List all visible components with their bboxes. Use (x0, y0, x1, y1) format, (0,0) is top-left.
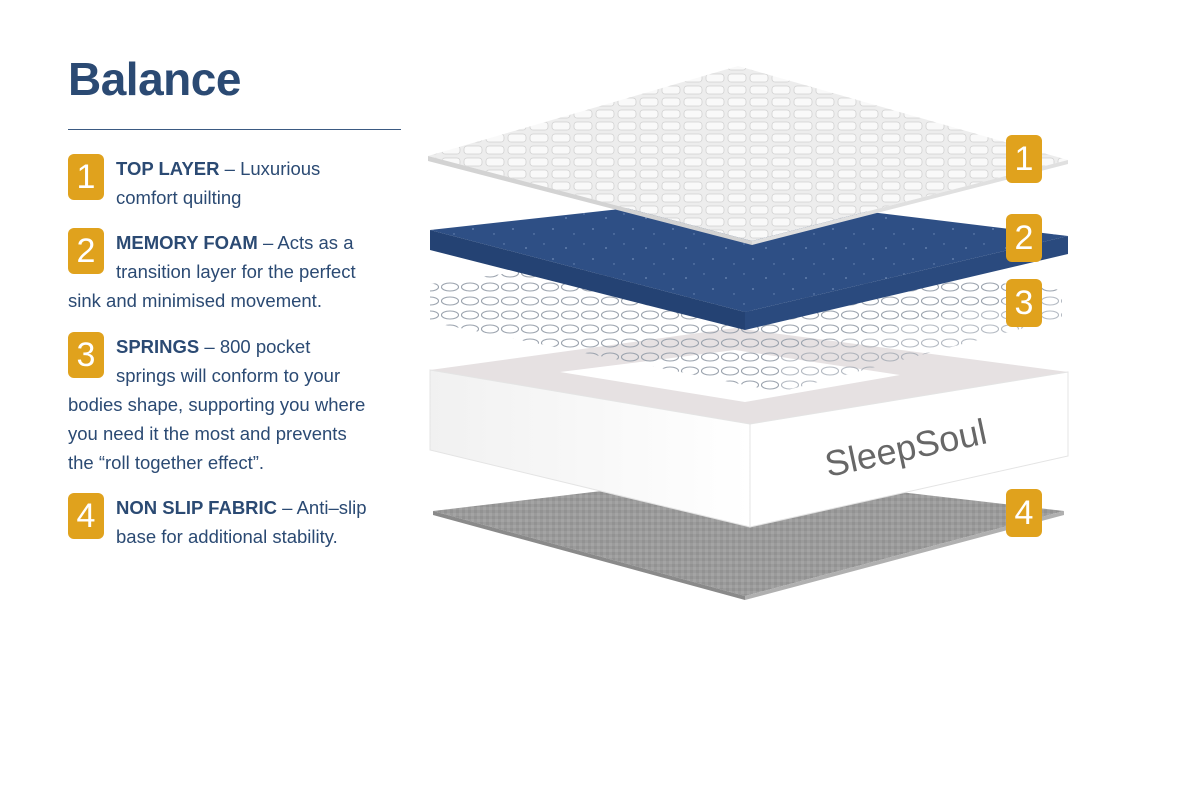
feature-non-slip-fabric: 4 NON SLIP FABRIC – Anti–slip base for a… (68, 493, 368, 551)
feature-heading: TOP LAYER (116, 158, 220, 179)
memory-foam-layer (430, 196, 1068, 330)
base-fabric-layer (433, 474, 1064, 600)
mattress-layers-diagram: SleepSoul (428, 66, 1069, 600)
feature-top-layer: 1 TOP LAYER – Luxurious comfort quilting (68, 154, 368, 212)
feature-memory-foam: 2 MEMORY FOAM – Acts as a transition lay… (68, 228, 368, 315)
number-badge: 3 (68, 332, 104, 378)
quilted-top-layer (428, 66, 1068, 245)
layer-badge-3: 3 (1006, 279, 1042, 327)
feature-heading: SPRINGS (116, 336, 200, 357)
feature-description: – Anti–slip base for additional stabilit… (116, 497, 367, 547)
layer-badge-4: 4 (1006, 489, 1042, 537)
feature-heading: MEMORY FOAM (116, 232, 258, 253)
feature-springs: 3 SPRINGS – 800 pocket springs will conf… (68, 332, 368, 477)
feature-description: – Acts as a transition layer for the per… (68, 232, 356, 311)
number-badge: 2 (68, 228, 104, 274)
layer-badge-2: 2 (1006, 214, 1042, 262)
title-divider (68, 129, 401, 130)
feature-description: – 800 pocket springs will conform to you… (68, 336, 366, 473)
number-badge: 4 (68, 493, 104, 539)
number-badge: 1 (68, 154, 104, 200)
feature-heading: NON SLIP FABRIC (116, 497, 278, 518)
feature-description: – Luxurious comfort quilting (116, 158, 321, 208)
page-title: Balance (68, 53, 241, 105)
layer-badge-1: 1 (1006, 135, 1042, 183)
